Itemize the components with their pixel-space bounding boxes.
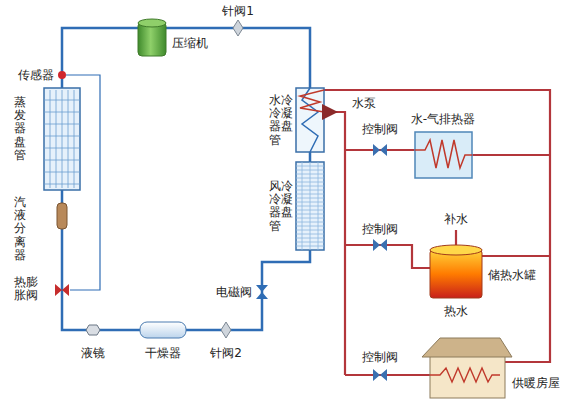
part-label: 压缩机 [172, 36, 208, 50]
part-label: 储热水罐 [488, 268, 536, 282]
pump-symbol [322, 104, 338, 120]
valve-label: 控制阀 [362, 222, 398, 236]
control-valve-symbol [373, 239, 387, 251]
control-valve-symbol [373, 144, 387, 156]
part-label: 液镜 [81, 346, 105, 360]
coil-grid [44, 90, 80, 188]
control-valve-symbol [373, 369, 387, 381]
house-roof [422, 338, 512, 357]
sensor-dot [58, 71, 66, 79]
water-coil [300, 90, 324, 112]
part-label: 供暖房屋 [512, 376, 560, 390]
storage-tank [430, 250, 482, 298]
sight-glass-symbol [86, 325, 100, 335]
refrigerant-pipe [62, 28, 310, 330]
needle-valve-symbol [233, 20, 243, 36]
condenser-fins [296, 162, 324, 250]
flow-label: 补水 [444, 212, 468, 226]
evaporator-coil [44, 88, 80, 190]
flow-label: 热水 [444, 304, 468, 318]
compressor-top [138, 19, 166, 27]
needle-valve-symbol [221, 322, 231, 338]
floor-heating-coil [430, 368, 500, 382]
solenoid-valve-symbol [256, 285, 268, 299]
part-label: 传感器 [18, 68, 54, 82]
part-label: 水冷冷凝器盘管 [269, 94, 293, 147]
valve-label: 热膨胀阀 [14, 276, 38, 302]
dryer-symbol [140, 322, 186, 338]
valve-label: 电磁阀 [216, 285, 252, 299]
part-label: 水-气排热器 [411, 112, 475, 126]
valve-label: 控制阀 [362, 122, 398, 136]
expansion-valve-symbol [55, 284, 69, 296]
part-label: 蒸发器盘管 [14, 96, 26, 162]
part-label: 干燥器 [145, 346, 181, 360]
valve-label: 针阀2 [210, 346, 242, 360]
part-label: 汽液分离器 [14, 196, 26, 262]
water-return-pipe [324, 90, 550, 362]
water-condenser-coil [296, 88, 324, 152]
valve-label: 控制阀 [362, 350, 398, 364]
separator-symbol [57, 203, 67, 229]
water-supply-pipe [324, 112, 550, 375]
house-body [430, 355, 505, 398]
heat-exchanger-box [415, 132, 472, 178]
air-condenser-coil [296, 162, 324, 250]
part-label: 水泵 [352, 96, 376, 110]
tank-top [430, 245, 482, 255]
valve-label: 针阀1 [222, 4, 254, 18]
part-label: 风冷冷凝器盘管 [269, 180, 293, 233]
heat-exchanger-coil [415, 140, 472, 168]
